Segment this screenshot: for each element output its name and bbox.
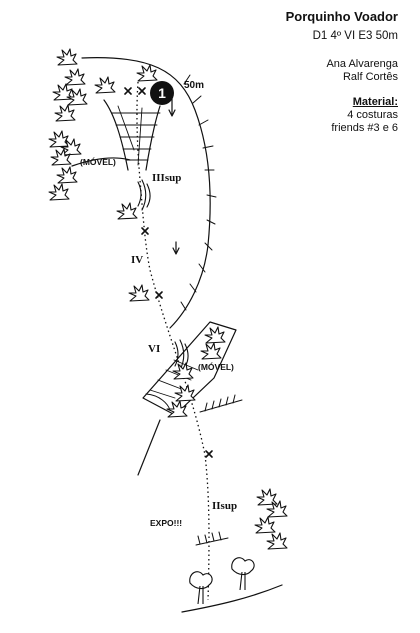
movel-label-lower: (MÓVEL) bbox=[198, 362, 234, 372]
pitch-length-label: 50m bbox=[184, 80, 205, 91]
movel-label-upper: (MÓVEL) bbox=[80, 157, 116, 167]
route-name: Porquinho Voador bbox=[285, 9, 398, 24]
bolt-marker bbox=[124, 87, 132, 95]
pitch-number-badge: 1 bbox=[150, 81, 174, 105]
bush-icon bbox=[56, 48, 78, 66]
bush-icon bbox=[48, 183, 70, 201]
bush-icon bbox=[256, 488, 278, 506]
grade-label-iisup: IIsup bbox=[212, 500, 238, 512]
bolts bbox=[124, 87, 213, 458]
bush-icon bbox=[64, 68, 86, 86]
bush-icon bbox=[200, 342, 222, 360]
bush-icon bbox=[254, 516, 276, 534]
bush-icon bbox=[48, 130, 70, 148]
base-slope bbox=[181, 584, 283, 613]
bush-icon bbox=[136, 64, 158, 82]
upper-chimney-left bbox=[103, 99, 129, 171]
bush-icon bbox=[172, 362, 194, 380]
expo-label: EXPO!!! bbox=[150, 518, 183, 528]
vegetation bbox=[48, 48, 288, 550]
bolt-marker bbox=[141, 227, 149, 235]
grade-label-iiisup: IIIsup bbox=[152, 172, 182, 184]
bush-icon bbox=[94, 76, 116, 94]
author-name: Ralf Cortês bbox=[342, 71, 398, 83]
bush-icon bbox=[128, 284, 150, 302]
material-item: 4 costuras bbox=[347, 109, 398, 121]
author-name: Ana Alvarenga bbox=[326, 58, 398, 70]
ledge-hatching bbox=[195, 394, 243, 546]
bush-icon bbox=[266, 532, 288, 550]
bolt-marker bbox=[138, 87, 146, 95]
grade-label-iv: IV bbox=[131, 254, 144, 266]
movel-block-upper bbox=[71, 157, 131, 167]
wall-outline bbox=[81, 57, 211, 329]
bush-icon bbox=[56, 166, 78, 184]
bolt-marker bbox=[155, 291, 163, 299]
lower-crack-line bbox=[137, 419, 161, 476]
crack-marks bbox=[137, 179, 189, 371]
material-item: friends #3 e 6 bbox=[331, 122, 398, 134]
material-heading: Material: bbox=[352, 96, 398, 108]
bush-icon bbox=[166, 400, 188, 418]
wall-hatching bbox=[180, 74, 217, 311]
bush-icon bbox=[116, 202, 138, 220]
upper-chimney-right bbox=[145, 105, 161, 171]
bush-icon bbox=[204, 326, 226, 344]
grade-label-vi: VI bbox=[148, 343, 161, 355]
tree-icon bbox=[231, 557, 255, 591]
bush-icon bbox=[54, 104, 76, 122]
trees bbox=[189, 557, 255, 605]
route-grade: D1 4º VI E3 50m bbox=[312, 30, 398, 42]
tree-icon bbox=[189, 571, 213, 605]
movel-flake bbox=[142, 321, 237, 416]
bolt-marker bbox=[205, 450, 213, 458]
